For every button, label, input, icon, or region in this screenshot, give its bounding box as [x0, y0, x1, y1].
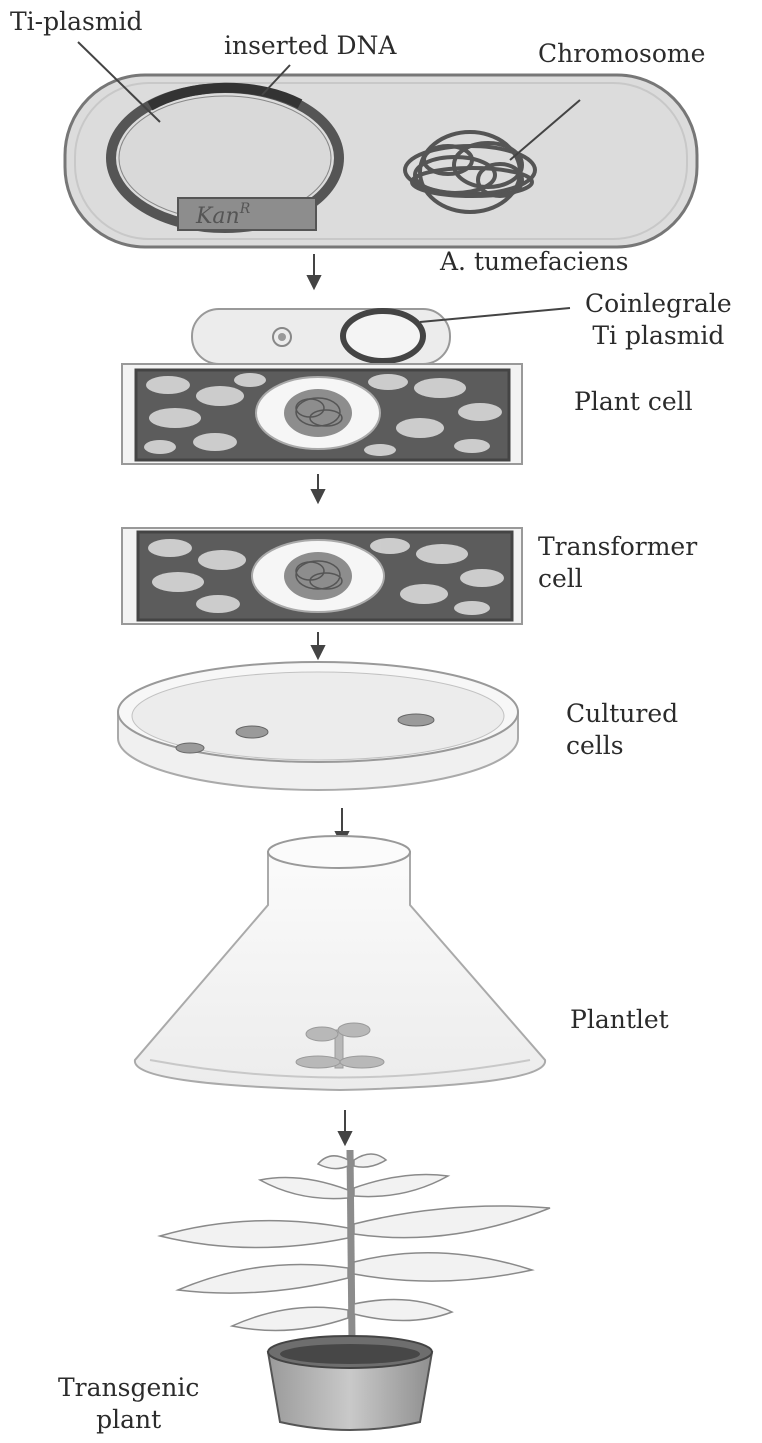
- arrow-down-icon: [312, 474, 324, 502]
- label-chromosome: Chromosome: [538, 38, 705, 70]
- cointegrate-pointer: [420, 308, 570, 322]
- label-cointegrate-ti-plasmid: Coinlegrale Ti plasmid: [585, 288, 732, 352]
- label-a-tumefaciens: A. tumefaciens: [440, 246, 628, 278]
- transgenic-plant: [160, 1150, 550, 1340]
- label-cultured-line2: cells: [566, 730, 678, 762]
- transformed-cell: [122, 528, 522, 624]
- plant-pot: [268, 1336, 432, 1430]
- arrow-down-icon: [312, 632, 324, 658]
- petri-dish: [118, 662, 518, 790]
- arrow-down-icon: [308, 254, 320, 288]
- agrobacterium-cell: [192, 309, 450, 364]
- label-transformer-line2: cell: [538, 563, 697, 595]
- plant-cell: [122, 364, 522, 464]
- label-cultured-cells: Cultured cells: [566, 698, 678, 762]
- label-transformer-cell: Transformer cell: [538, 531, 697, 595]
- label-transformer-line1: Transformer: [538, 531, 697, 563]
- label-cointegrate-line2: Ti plasmid: [585, 320, 732, 352]
- arrow-down-icon: [339, 1110, 351, 1144]
- label-cultured-line1: Cultured: [566, 698, 678, 730]
- label-plantlet: Plantlet: [570, 1004, 669, 1036]
- label-cointegrate-line1: Coinlegrale: [585, 288, 732, 320]
- label-ti-plasmid: Ti-plasmid: [10, 6, 143, 38]
- label-transgenic-plant: Transgenic plant: [58, 1372, 199, 1436]
- label-transgenic-line1: Transgenic: [58, 1372, 199, 1404]
- label-plant-cell: Plant cell: [574, 386, 693, 418]
- label-transgenic-line2: plant: [58, 1404, 199, 1436]
- label-inserted-dna: inserted DNA: [224, 30, 396, 62]
